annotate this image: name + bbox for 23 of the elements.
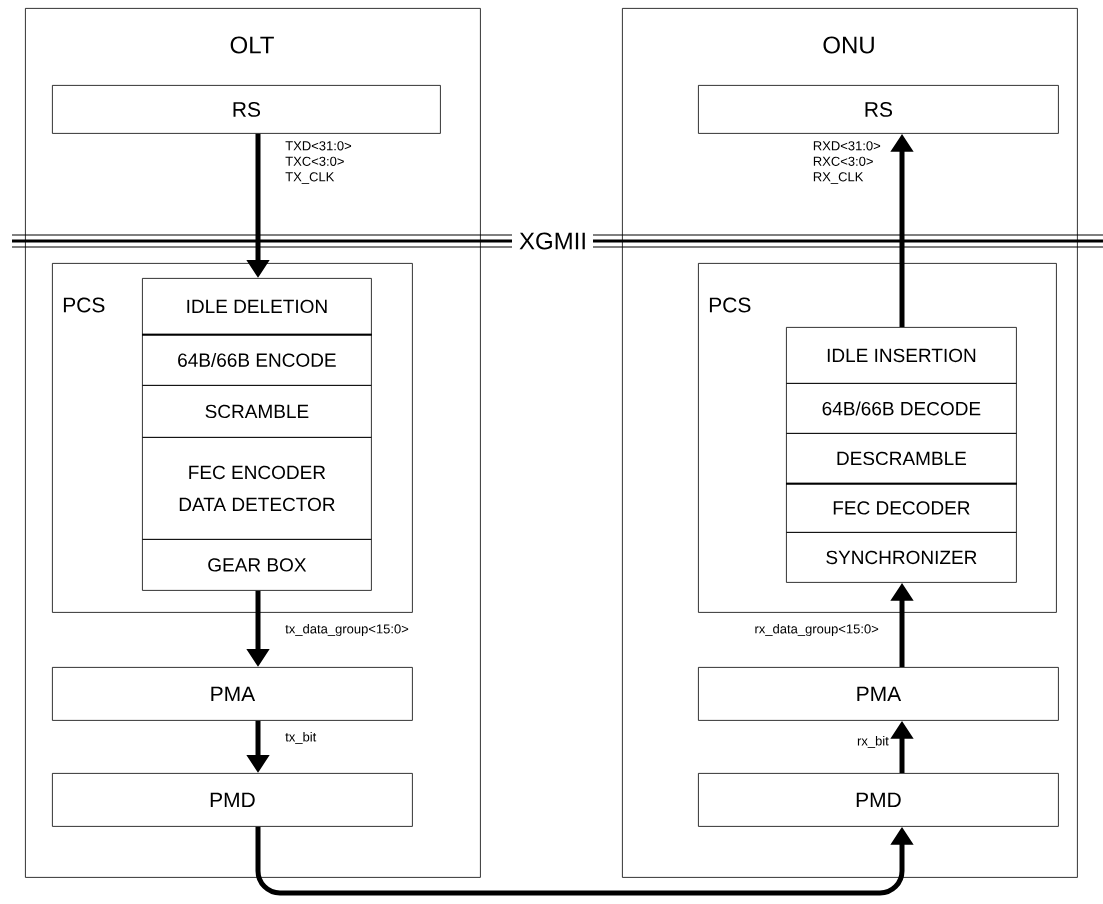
signal-label: rx_bit xyxy=(857,736,889,748)
signal-label: rx_data_group<15:0> xyxy=(755,623,879,637)
layer-box: PMD xyxy=(52,773,413,827)
layer-box: PMD xyxy=(698,773,1059,827)
function-cell: 64B/66B DECODE xyxy=(786,383,1017,434)
layer-box: PMA xyxy=(698,667,1059,721)
function-cell: IDLE INSERTION xyxy=(786,327,1017,384)
function-cell: SYNCHRONIZER xyxy=(786,532,1017,583)
function-cell: IDLE DELETION xyxy=(142,278,372,335)
function-cell: DESCRAMBLE xyxy=(786,433,1017,484)
function-cell: FEC DECODER xyxy=(786,483,1017,533)
layer-box: RS xyxy=(52,85,441,134)
signal-label: TXD<31:0> TXC<3:0> TX_CLK xyxy=(285,141,352,184)
signal-label: tx_data_group<15:0> xyxy=(285,623,409,637)
function-cell: SCRAMBLE xyxy=(142,385,372,438)
interface-label: XGMII xyxy=(513,229,593,253)
layer-box: PMA xyxy=(52,667,413,721)
layer-box: RS xyxy=(698,85,1059,134)
signal-label: tx_bit xyxy=(285,732,317,744)
function-cell: GEAR BOX xyxy=(142,539,372,591)
function-cell: 64B/66B ENCODE xyxy=(142,334,372,386)
signal-label: RXD<31:0> RXC<3:0> RX_CLK xyxy=(813,141,881,184)
function-cell: FEC ENCODER DATA DETECTOR xyxy=(142,437,372,540)
